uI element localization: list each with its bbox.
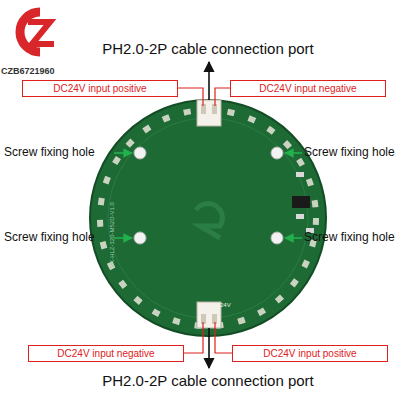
port-arrow — [208, 62, 210, 368]
hole-label: Screw fixing hole — [304, 145, 414, 159]
port-title: PH2.0-2P cable connection port — [40, 40, 376, 57]
port-label-box: DC24V input positive — [22, 80, 178, 97]
port-label-text: DC24V input negative — [57, 348, 154, 359]
leader-arrow — [114, 153, 302, 238]
port-label-box: DC24V input positive — [232, 345, 388, 362]
brand-logo — [20, 12, 54, 52]
silkscreen-text: VK-HLZ-120-M52D-V1.0 — [109, 175, 115, 295]
port-label-box: DC24V input negative — [28, 345, 184, 362]
silkscreen-text: 24V — [220, 302, 240, 308]
hole-label: Screw fixing hole — [4, 145, 114, 159]
watermark: CZB6721960 — [1, 66, 63, 76]
port-label-box: DC24V input negative — [230, 80, 386, 97]
port-label-text: DC24V input negative — [259, 83, 356, 94]
screw-hole — [134, 147, 283, 244]
pcb-board — [90, 100, 326, 336]
ph-connector — [197, 100, 221, 328]
port-label-text: DC24V input positive — [263, 348, 356, 359]
port-title: PH2.0-2P cable connection port — [40, 372, 376, 389]
hole-label: Screw fixing hole — [304, 230, 414, 244]
hole-label: Screw fixing hole — [4, 230, 114, 244]
port-label-text: DC24V input positive — [53, 83, 146, 94]
pin-leader — [178, 88, 232, 353]
